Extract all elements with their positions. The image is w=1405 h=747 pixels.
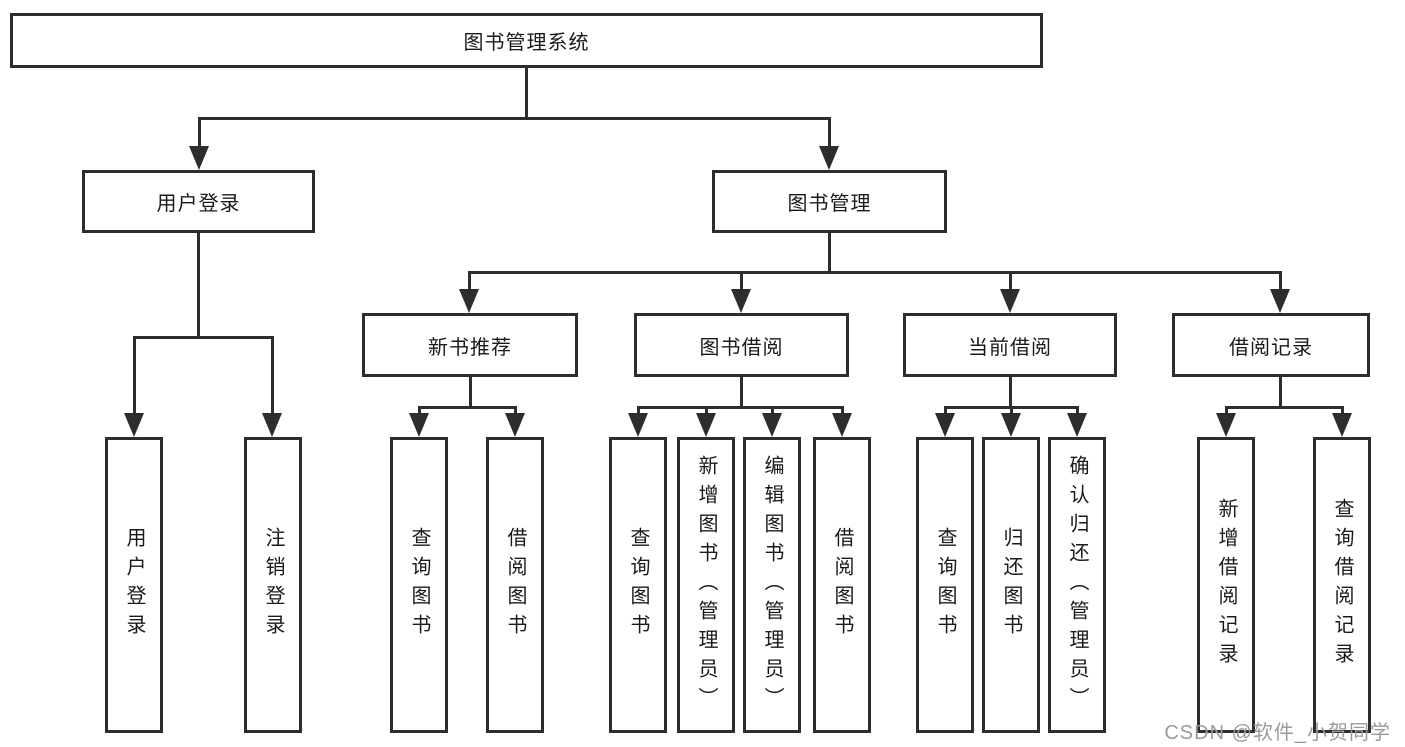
leaf-label: 借阅图书 xyxy=(504,527,526,643)
connector-to-leaf xyxy=(133,336,136,416)
arrow-down-icon xyxy=(1270,289,1290,313)
leaf-label: 查询图书 xyxy=(934,527,956,643)
connector-to-section xyxy=(1279,271,1282,293)
arrow-down-icon xyxy=(505,413,525,437)
connector-section-drop xyxy=(740,377,743,407)
leaf-query-borrow-record: 查询借阅记录 xyxy=(1313,437,1371,733)
arrow-down-icon xyxy=(459,289,479,313)
node-root: 图书管理系统 xyxy=(10,13,1043,68)
leaf-label: 查询借阅记录 xyxy=(1331,498,1353,672)
connector-level3-split xyxy=(468,271,1282,274)
leaf-edit-books-admin: 编辑图书（管理员） xyxy=(743,437,801,733)
leaf-borrow-books: 借阅图书 xyxy=(813,437,871,733)
leaf-return-books: 归还图书 xyxy=(982,437,1040,733)
connector-section-drop xyxy=(1279,377,1282,407)
leaf-label: 注销登录 xyxy=(262,527,284,643)
arrow-down-icon xyxy=(189,146,209,170)
node-current-borrow: 当前借阅 xyxy=(903,313,1117,377)
arrow-down-icon xyxy=(1332,413,1352,437)
connector-leaf-split xyxy=(637,406,844,409)
leaf-query-books: 查询图书 xyxy=(390,437,448,733)
connector-root-drop xyxy=(525,68,528,118)
node-borrow-records: 借阅记录 xyxy=(1172,313,1370,377)
arrow-down-icon xyxy=(762,413,782,437)
node-book-borrow: 图书借阅 xyxy=(634,313,849,377)
connector-leaf-split xyxy=(1225,406,1344,409)
leaf-confirm-return-admin: 确认归还（管理员） xyxy=(1048,437,1106,733)
leaf-label: 查询图书 xyxy=(408,527,430,643)
leaf-add-books-admin: 新增图书（管理员） xyxy=(677,437,735,733)
arrow-down-icon xyxy=(124,413,144,437)
leaf-add-borrow-record: 新增借阅记录 xyxy=(1197,437,1255,733)
connector-level2-split xyxy=(198,117,831,120)
leaf-query-books: 查询图书 xyxy=(609,437,667,733)
connector-book-drop xyxy=(828,233,831,272)
leaf-label: 借阅图书 xyxy=(831,527,853,643)
arrow-down-icon xyxy=(731,289,751,313)
arrow-down-icon xyxy=(1067,413,1087,437)
arrow-down-icon xyxy=(628,413,648,437)
node-book-mgmt: 图书管理 xyxy=(712,170,947,233)
leaf-label: 查询图书 xyxy=(627,527,649,643)
leaf-query-books: 查询图书 xyxy=(916,437,974,733)
arrow-down-icon xyxy=(1001,413,1021,437)
connector-to-leaf xyxy=(271,336,274,416)
leaf-borrow-books: 借阅图书 xyxy=(486,437,544,733)
leaf-label: 新增图书（管理员） xyxy=(695,454,717,716)
leaf-label: 用户登录 xyxy=(123,527,145,643)
leaf-label: 确认归还（管理员） xyxy=(1066,454,1088,716)
connector-to-user-login xyxy=(198,117,201,149)
leaf-label: 归还图书 xyxy=(1000,527,1022,643)
watermark: CSDN @软件_小贺同学 xyxy=(1164,722,1391,744)
arrow-down-icon xyxy=(935,413,955,437)
arrow-down-icon xyxy=(1000,289,1020,313)
connector-user-drop xyxy=(197,233,200,337)
connector-to-section xyxy=(740,271,743,293)
node-user-login: 用户登录 xyxy=(82,170,315,233)
leaf-label: 编辑图书（管理员） xyxy=(761,454,783,716)
node-new-book-recommend: 新书推荐 xyxy=(362,313,578,377)
connector-leaf-split xyxy=(418,406,517,409)
connector-user-split xyxy=(133,336,274,339)
connector-to-section xyxy=(468,271,471,293)
leaf-logout: 注销登录 xyxy=(244,437,302,733)
arrow-down-icon xyxy=(819,146,839,170)
arrow-down-icon xyxy=(832,413,852,437)
leaf-user-login: 用户登录 xyxy=(105,437,163,733)
arrow-down-icon xyxy=(262,413,282,437)
connector-to-section xyxy=(1009,271,1012,293)
connector-to-book-mgmt xyxy=(828,117,831,149)
arrow-down-icon xyxy=(1216,413,1236,437)
connector-section-drop xyxy=(1009,377,1012,407)
arrow-down-icon xyxy=(696,413,716,437)
leaf-label: 新增借阅记录 xyxy=(1215,498,1237,672)
arrow-down-icon xyxy=(409,413,429,437)
connector-section-drop xyxy=(469,377,472,407)
